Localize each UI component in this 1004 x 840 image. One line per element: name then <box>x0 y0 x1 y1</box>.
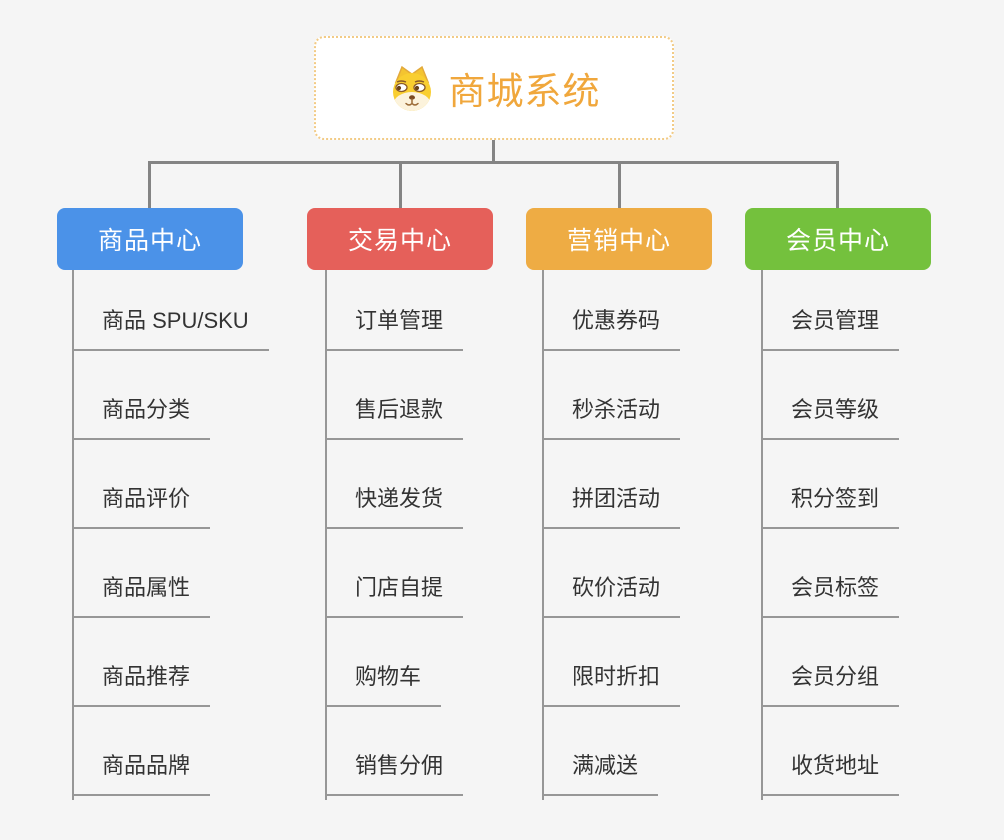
leaf-node[interactable]: 限时折扣 <box>542 661 681 707</box>
shiba-dog-icon <box>388 64 436 112</box>
leaf-node[interactable]: 会员分组 <box>761 661 900 707</box>
leaf-node[interactable]: 会员等级 <box>761 394 900 440</box>
leaf-node[interactable]: 销售分佣 <box>325 750 464 796</box>
leaf-node[interactable]: 门店自提 <box>325 572 464 618</box>
connector-column-2 <box>325 270 327 800</box>
leaf-node[interactable]: 商品 SPU/SKU <box>72 305 269 351</box>
connector-root-stub <box>492 140 495 162</box>
root-title: 商城系统 <box>448 71 601 112</box>
leaf-node[interactable]: 商品评价 <box>72 483 211 529</box>
leaf-node[interactable]: 会员管理 <box>761 305 900 351</box>
connector-branch-stub-2 <box>399 161 402 208</box>
connector-column-4 <box>761 270 763 800</box>
branch-member-center[interactable]: 会员中心 <box>745 208 931 270</box>
leaf-node[interactable]: 订单管理 <box>325 305 464 351</box>
leaf-node[interactable]: 商品推荐 <box>72 661 211 707</box>
leaf-node[interactable]: 满减送 <box>542 750 659 796</box>
leaf-node[interactable]: 秒杀活动 <box>542 394 681 440</box>
leaf-node[interactable]: 拼团活动 <box>542 483 681 529</box>
leaf-node[interactable]: 售后退款 <box>325 394 464 440</box>
connector-column-1 <box>72 270 74 800</box>
leaf-node[interactable]: 商品品牌 <box>72 750 211 796</box>
leaf-node[interactable]: 商品属性 <box>72 572 211 618</box>
connector-branch-stub-3 <box>618 161 621 208</box>
leaf-node[interactable]: 优惠券码 <box>542 305 681 351</box>
leaf-node[interactable]: 快递发货 <box>325 483 464 529</box>
connector-branch-stub-4 <box>836 161 839 208</box>
leaf-node[interactable]: 会员标签 <box>761 572 900 618</box>
leaf-node[interactable]: 商品分类 <box>72 394 211 440</box>
connector-branch-stub-1 <box>148 161 151 208</box>
leaf-node[interactable]: 积分签到 <box>761 483 900 529</box>
leaf-node[interactable]: 砍价活动 <box>542 572 681 618</box>
leaf-node[interactable]: 购物车 <box>325 661 442 707</box>
branch-marketing-center[interactable]: 营销中心 <box>526 208 712 270</box>
branch-trade-center[interactable]: 交易中心 <box>307 208 493 270</box>
connector-trunk <box>148 161 839 164</box>
connector-column-3 <box>542 270 544 800</box>
branch-product-center[interactable]: 商品中心 <box>57 208 243 270</box>
root-node[interactable]: 商城系统 <box>314 36 674 140</box>
leaf-node[interactable]: 收货地址 <box>761 750 900 796</box>
